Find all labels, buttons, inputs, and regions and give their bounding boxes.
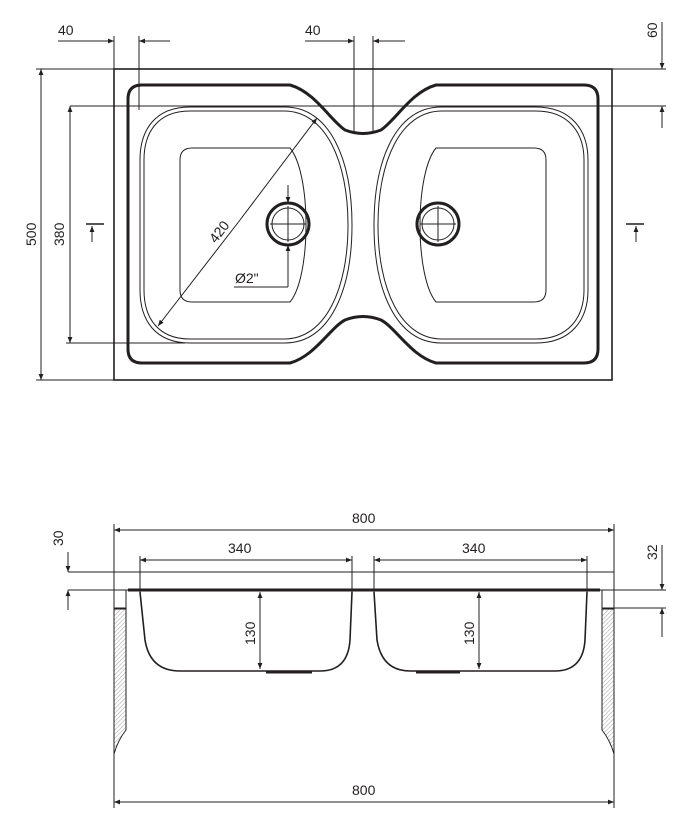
dim-label: 800	[352, 782, 376, 798]
section-marker-right-icon	[626, 223, 644, 242]
top-view: 40 40 60 500	[23, 22, 666, 381]
left-bowl-profile	[139, 591, 353, 672]
left-bowl	[139, 106, 353, 344]
dim-label: 380	[51, 222, 67, 246]
dim-rim-height: 30	[50, 530, 71, 610]
dim-left-margin: 40	[58, 22, 170, 110]
dim-label: 40	[305, 22, 321, 38]
dim-center-divider: 40	[305, 22, 405, 133]
right-bowl	[373, 106, 589, 344]
dim-bowl-depth: 380	[51, 106, 185, 344]
dim-label: 30	[50, 530, 66, 546]
sink-outline	[113, 68, 613, 381]
right-cabinet-top	[601, 589, 615, 609]
dim-label: 800	[352, 510, 376, 526]
dim-label: 130	[461, 621, 477, 645]
left-cabinet-wall	[113, 608, 127, 755]
dim-label: 340	[228, 540, 252, 556]
dim-label: 130	[242, 621, 258, 645]
dim-label: 40	[58, 22, 74, 38]
dim-left-bowl-width: 340	[139, 540, 353, 592]
left-bowl-floor	[179, 147, 307, 303]
left-drain-icon	[265, 201, 311, 247]
dim-right-bowl-height: 130	[461, 592, 482, 669]
sink-rim	[126, 83, 600, 365]
left-bowl-inner-edge	[143, 110, 349, 340]
dim-left-bowl-height: 130	[242, 592, 263, 669]
dim-overall-width: 800	[113, 510, 615, 590]
dim-drain: Ø2"	[234, 185, 291, 288]
dim-right-bowl-width: 340	[373, 540, 588, 592]
dim-label: 32	[644, 544, 660, 560]
left-cabinet-top	[113, 589, 127, 609]
dim-label: 500	[23, 222, 39, 246]
right-bowl-profile	[373, 591, 588, 672]
right-bowl-inner-edge	[377, 110, 585, 340]
right-cabinet-wall	[601, 608, 615, 755]
dim-rim-right: 32	[644, 544, 665, 637]
dim-label: Ø2"	[235, 270, 259, 286]
right-drain-icon	[415, 201, 461, 247]
dim-label: 60	[644, 22, 660, 38]
right-bowl-floor	[419, 147, 547, 303]
dim-label: 420	[206, 217, 233, 245]
side-view: 800 340 340	[50, 510, 666, 808]
dim-cabinet-width: 800	[113, 754, 615, 808]
dim-overall-depth: 500	[23, 68, 114, 381]
dim-bowl-diagonal: 420	[157, 117, 318, 327]
section-marker-left-icon	[86, 223, 104, 242]
dim-label: 340	[462, 540, 486, 556]
dim-top-margin: 60	[70, 22, 666, 128]
